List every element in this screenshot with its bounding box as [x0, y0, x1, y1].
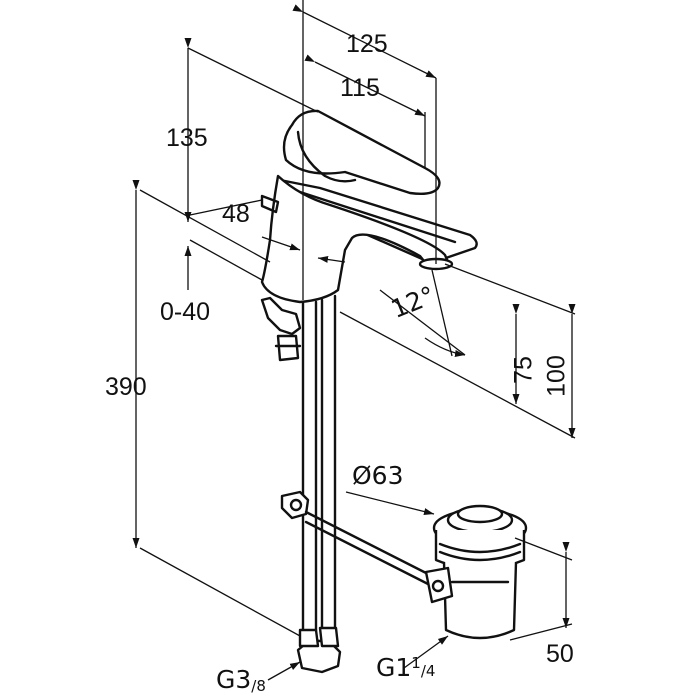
supply-hoses: [280, 294, 342, 674]
label-50: 50: [546, 640, 574, 668]
label-0-40: 0-40: [160, 298, 210, 326]
dimension-lines: [132, 0, 576, 681]
label-supply-thread: G3/8: [216, 665, 266, 695]
label-100: 100: [543, 355, 571, 397]
thread-labels: G3/8 G11/4: [216, 653, 435, 695]
pop-up-rod: [304, 510, 432, 587]
dim-line-o63: [345, 491, 435, 515]
dim-line-115: [304, 54, 426, 117]
label-75: 75: [510, 356, 538, 384]
label-o63: Ø63: [352, 461, 404, 490]
faucet-body: [260, 109, 478, 362]
label-390: 390: [105, 373, 147, 401]
fixing-nut: [260, 296, 302, 336]
label-48: 48: [222, 200, 250, 228]
pop-up-waste: [424, 504, 528, 640]
label-125: 125: [346, 30, 388, 58]
lever-handle: [282, 109, 441, 196]
label-135: 135: [166, 124, 208, 152]
label-115: 115: [340, 74, 380, 102]
label-12-degrees: 12°: [387, 280, 439, 323]
main-body: [260, 174, 450, 304]
label-waste-thread: G11/4: [376, 653, 435, 682]
